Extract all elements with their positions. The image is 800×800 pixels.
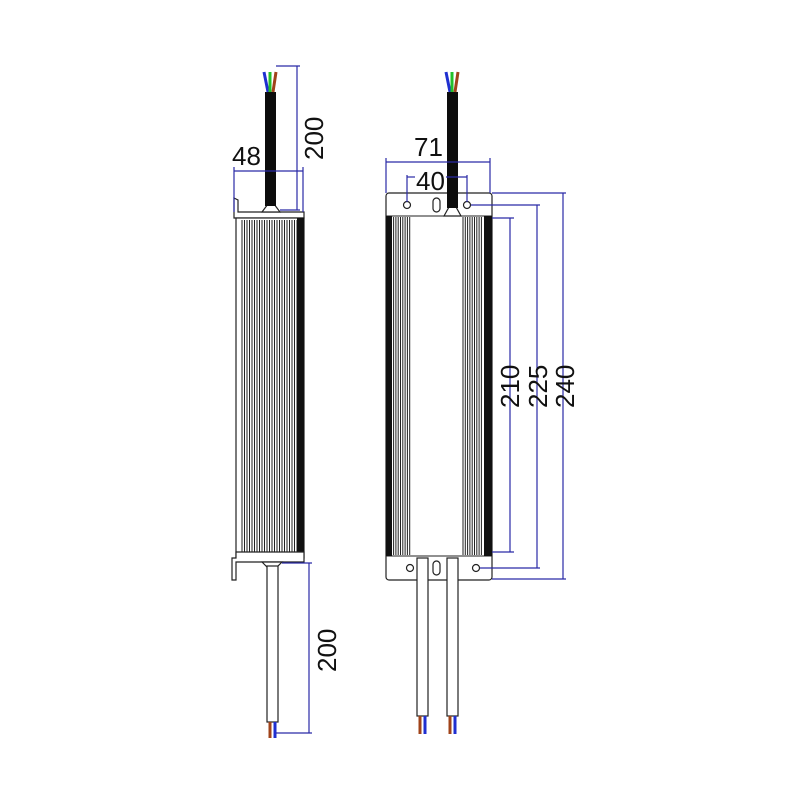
front-input-wires [444, 71, 460, 93]
mount-hole [462, 200, 472, 210]
dim-front-width: 71 [385, 132, 491, 193]
dim-body-length: 210 [492, 217, 525, 553]
front-output-cable-1 [416, 557, 429, 717]
side-input-wires [262, 71, 278, 93]
dim-label-40: 40 [416, 166, 445, 196]
front-fins [386, 216, 492, 556]
mount-hole [405, 563, 415, 573]
side-top-bracket [233, 197, 305, 219]
front-view: 71 40 210 225 240 [385, 71, 580, 734]
dim-side-width: 48 [232, 141, 304, 212]
dim-label-71: 71 [414, 132, 443, 162]
dim-label-200-top: 200 [299, 117, 329, 160]
dim-label-225: 225 [523, 365, 553, 408]
dim-label-210: 210 [495, 365, 525, 408]
mount-slot [432, 560, 441, 576]
front-outline [385, 192, 493, 581]
side-fins [241, 218, 304, 558]
dim-label-200-bottom: 200 [312, 629, 342, 672]
side-input-cable [265, 92, 276, 206]
dim-label-48: 48 [232, 141, 261, 171]
dim-hole-spacing: 40 [406, 166, 468, 202]
dim-hole-pitch: 225 [471, 204, 553, 569]
front-output-cable-2 [446, 557, 459, 717]
dim-total-length: 240 [492, 192, 580, 580]
mount-hole [471, 563, 481, 573]
dim-input-cable: 200 [276, 65, 329, 211]
dim-label-240: 240 [550, 365, 580, 408]
front-input-cable [447, 92, 458, 208]
side-view: 48 200 200 [231, 65, 342, 738]
side-output-wires [268, 722, 277, 738]
mount-hole [402, 200, 412, 210]
mount-slot [432, 197, 441, 213]
dim-output-cable: 200 [276, 562, 342, 734]
side-output-cable [266, 565, 279, 723]
